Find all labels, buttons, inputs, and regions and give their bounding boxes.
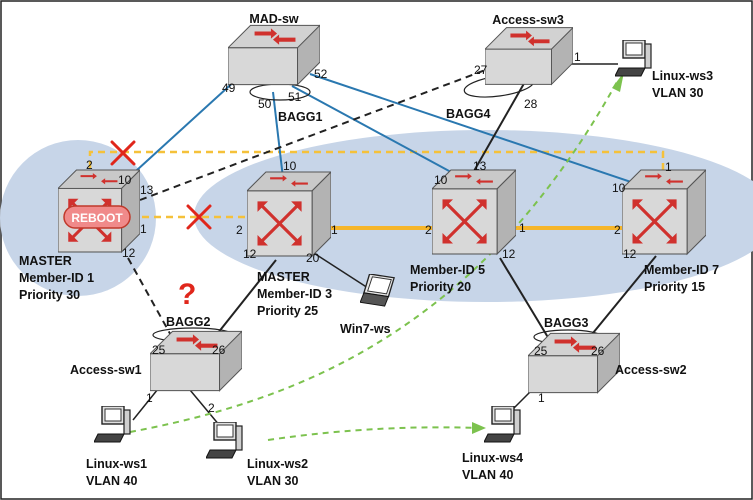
failure-cross-top xyxy=(110,140,136,166)
question-mark: ? xyxy=(178,278,196,311)
port-m5-2: 2 xyxy=(425,223,432,237)
member-1-id: Member-ID 1 xyxy=(19,271,94,285)
linux-ws4-vlan: VLAN 40 xyxy=(462,468,513,482)
mad-link-52 xyxy=(309,73,641,186)
linux-ws3-vlan: VLAN 30 xyxy=(652,86,703,100)
linux-ws1-vlan: VLAN 40 xyxy=(86,474,137,488)
member-3-priority: Priority 25 xyxy=(257,304,318,318)
reboot-badge-shape xyxy=(63,205,131,229)
bagg3-label: BAGG3 xyxy=(544,316,589,330)
acc3-link-28 xyxy=(469,79,527,179)
access-sw3 xyxy=(485,27,573,85)
access-sw1-label: Access-sw1 xyxy=(70,363,142,377)
traffic-path-ws2-ws4 xyxy=(267,426,479,441)
bagg1-label: BAGG1 xyxy=(278,110,323,124)
win7-ws-label: Win7-ws xyxy=(340,322,391,336)
port-m1-2: 2 xyxy=(86,158,93,172)
linux-ws3-icon xyxy=(615,40,652,77)
port-m3-20: 20 xyxy=(306,251,320,265)
port-m5-10: 10 xyxy=(434,173,448,187)
stack-link-dashed-top xyxy=(88,150,665,174)
member-7-priority: Priority 15 xyxy=(644,280,705,294)
linux-ws1-icon xyxy=(94,406,131,443)
port-m7-10: 10 xyxy=(612,181,626,195)
port-m1-1: 1 xyxy=(140,222,147,236)
mad-link-51 xyxy=(291,85,463,179)
port-m1-10: 10 xyxy=(118,173,132,187)
acc2-link-25 xyxy=(499,257,553,345)
member-1-role: MASTER xyxy=(19,254,72,268)
mad-link-50 xyxy=(272,91,284,179)
port-acc3-28: 28 xyxy=(524,97,538,111)
linux-ws4-icon xyxy=(484,406,521,443)
port-m7-12: 12 xyxy=(623,247,637,261)
port-mad-50: 50 xyxy=(258,97,272,111)
failure-cross-middle xyxy=(186,204,212,230)
port-acc2-25: 25 xyxy=(534,344,548,358)
access-sw1 xyxy=(150,330,242,392)
port-acc2-26: 26 xyxy=(591,344,605,358)
linux-ws2-vlan: VLAN 30 xyxy=(247,474,298,488)
port-acc1-26: 26 xyxy=(212,343,226,357)
mad-sw-label: MAD-sw xyxy=(249,12,299,26)
port-mad-49: 49 xyxy=(222,81,236,95)
traffic-arrowhead-ws3 xyxy=(612,72,624,92)
port-m1-13: 13 xyxy=(140,183,154,197)
traffic-path-ws1-ws3 xyxy=(129,79,619,433)
member-7-switch xyxy=(622,168,706,256)
member-5-priority: Priority 20 xyxy=(410,280,471,294)
mad-switch xyxy=(228,24,320,86)
acc1-link-25 xyxy=(127,257,179,349)
bagg4-label: BAGG4 xyxy=(446,107,491,121)
member-3-id: Member-ID 3 xyxy=(257,287,332,301)
port-m5-1: 1 xyxy=(519,221,526,235)
port-m7-2: 2 xyxy=(614,223,621,237)
port-m7-1: 1 xyxy=(665,160,672,174)
traffic-arrowhead-ws4 xyxy=(472,422,486,434)
member-7-id: Member-ID 7 xyxy=(644,263,719,277)
reboot-badge: REBOOT xyxy=(63,205,131,229)
bagg2-label: BAGG2 xyxy=(166,315,211,329)
linux-ws2-icon xyxy=(206,422,243,459)
access-sw2-label: Access-sw2 xyxy=(615,363,687,377)
port-acc1-25: 25 xyxy=(152,343,166,357)
port-acc1-1: 1 xyxy=(146,391,153,405)
port-mad-52: 52 xyxy=(314,67,328,81)
port-acc1-2: 2 xyxy=(208,401,215,415)
acc3-link-27 xyxy=(139,65,497,201)
member-5-id: Member-ID 5 xyxy=(410,263,485,277)
mad-link-49 xyxy=(125,77,239,181)
port-m3-1: 1 xyxy=(331,223,338,237)
acc1-link-2 xyxy=(189,389,221,427)
port-m3-10: 10 xyxy=(283,159,297,173)
access-sw3-label: Access-sw3 xyxy=(492,13,564,27)
linux-ws3-name: Linux-ws3 xyxy=(652,69,713,83)
port-m3-2: 2 xyxy=(236,223,243,237)
member-1-priority: Priority 30 xyxy=(19,288,80,302)
member-3-switch xyxy=(247,170,331,258)
port-acc3-27: 27 xyxy=(474,63,488,77)
port-m1-12: 12 xyxy=(122,246,136,260)
linux-ws2-name: Linux-ws2 xyxy=(247,457,308,471)
port-mad-51: 51 xyxy=(288,90,302,104)
linux-ws4-name: Linux-ws4 xyxy=(462,451,523,465)
port-m5-13: 13 xyxy=(473,159,487,173)
access-sw2 xyxy=(528,332,620,394)
member-3-role: MASTER xyxy=(257,270,310,284)
port-m3-12: 12 xyxy=(243,247,257,261)
linux-ws1-name: Linux-ws1 xyxy=(86,457,147,471)
acc2-link-26 xyxy=(583,255,657,345)
port-acc3-1: 1 xyxy=(574,50,581,64)
win7-link-20 xyxy=(305,247,369,289)
reboot-badge-label: REBOOT xyxy=(71,211,123,225)
port-m5-12: 12 xyxy=(502,247,516,261)
port-acc2-1: 1 xyxy=(538,391,545,405)
